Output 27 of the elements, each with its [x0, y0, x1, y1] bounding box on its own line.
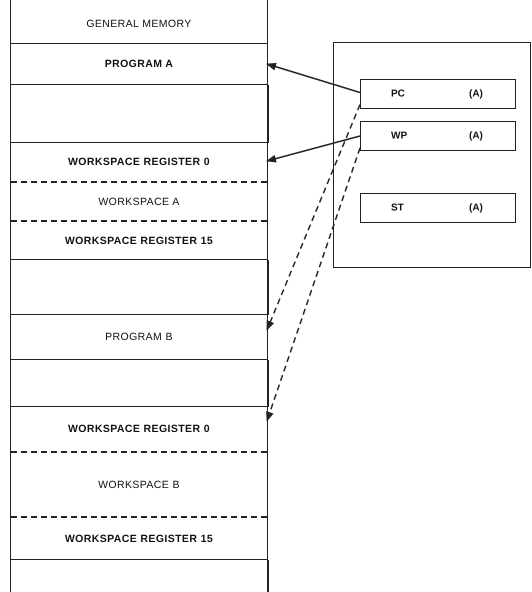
- memory-segment: WORKSPACE REGISTER 15: [11, 518, 267, 560]
- memory-segment: WORKSPACE B: [11, 453, 267, 518]
- register-box: [360, 121, 516, 151]
- memory-segment: PROGRAM B: [11, 315, 267, 360]
- register-value: (A): [469, 88, 483, 100]
- memory-segment: WORKSPACE REGISTER 0: [11, 143, 267, 183]
- memory-segment: [10, 360, 268, 407]
- memory-segment: [10, 85, 268, 143]
- memory-segment: [10, 260, 268, 315]
- memory-segment: WORKSPACE REGISTER 0: [11, 407, 267, 453]
- register-name: ST: [391, 202, 404, 214]
- arrow: [266, 135, 360, 163]
- memory-segment: PROGRAM A: [11, 43, 267, 85]
- register-value: (A): [469, 130, 483, 142]
- register-panel: [333, 42, 531, 268]
- arrow: [266, 148, 361, 422]
- register-name: WP: [391, 130, 408, 142]
- register-value: (A): [469, 202, 483, 214]
- arrow: [266, 62, 360, 94]
- memory-column: [10, 0, 268, 592]
- column-heading: GENERAL MEMORY: [85, 17, 193, 32]
- register-box: [360, 193, 516, 223]
- register-name: PC: [391, 88, 405, 100]
- register-box: [360, 79, 516, 109]
- memory-segment: WORKSPACE REGISTER 15: [11, 222, 267, 260]
- arrow: [266, 104, 361, 331]
- memory-segment: WORKSPACE A: [11, 183, 267, 222]
